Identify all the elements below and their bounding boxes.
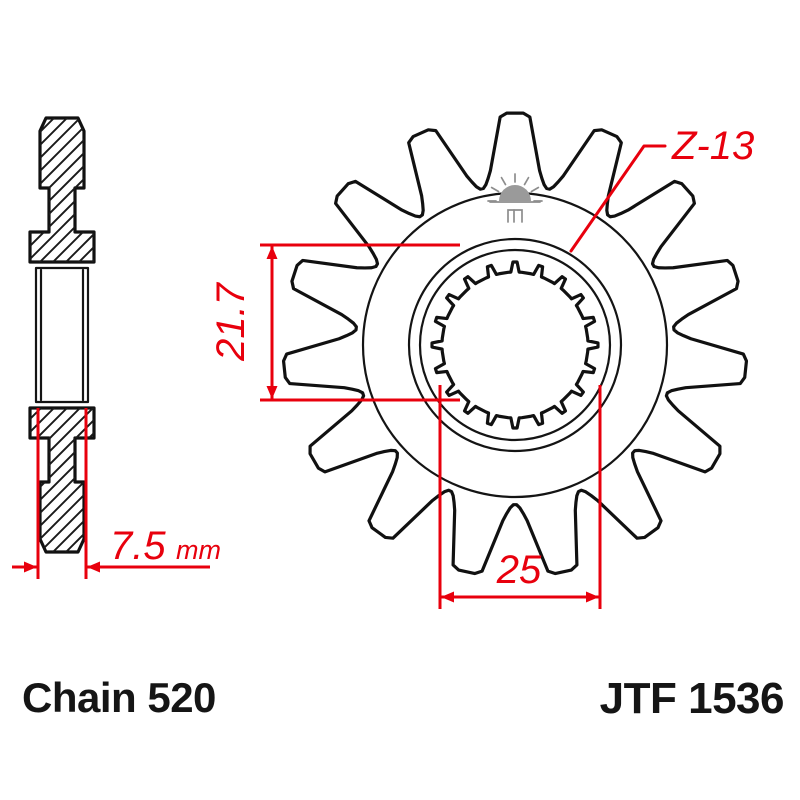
sunrise-ray-icon-2 <box>500 176 507 186</box>
dimension-label-bore: 21.7 <box>209 281 253 362</box>
dimension-thickness-7-5mm: 7.5 mm <box>12 408 221 579</box>
dim-arrow-bore-top <box>266 246 278 259</box>
dim-arrow-thickness-right <box>87 561 100 573</box>
dimension-label-hub: 25 <box>496 548 542 592</box>
leader-line-z13 <box>569 144 667 253</box>
hub-inner-circle <box>407 237 623 453</box>
dim-arrow-hub-right <box>586 591 599 603</box>
jt-sunrise-logo <box>487 173 543 223</box>
section-hatching <box>30 408 94 552</box>
dim-arrow-bore-bottom <box>266 386 278 399</box>
section-hatching <box>30 118 94 262</box>
part-number-label: JTF 1536 <box>600 674 784 723</box>
internal-spline-profile <box>430 260 600 430</box>
dimension-label-thickness-unit: mm <box>176 535 221 565</box>
sunrise-ray-icon-4 <box>523 176 530 186</box>
side-section-view <box>28 116 96 554</box>
dimension-hub-25: 25 <box>438 385 602 609</box>
dim-arrow-thickness-left <box>24 561 37 573</box>
sunrise-dome-icon <box>499 185 531 201</box>
teeth-count-label: Z-13 <box>671 124 754 168</box>
sunrise-ray-icon-5 <box>530 186 540 193</box>
sprocket-front-view <box>281 111 749 576</box>
dim-arrow-hub-left <box>441 591 454 603</box>
sprocket-tooth-profile <box>281 111 749 576</box>
dimension-label-thickness: 7.5 <box>110 524 166 568</box>
dimension-bore-21-7: 21.7 <box>209 243 460 402</box>
jt-monogram-icon <box>507 209 523 223</box>
bore-circle <box>418 248 612 442</box>
sunrise-ray-icon-1 <box>490 186 500 193</box>
leader-teeth-count: Z-13 <box>569 124 754 253</box>
chain-pitch-label: Chain 520 <box>22 674 216 721</box>
side-view-upper-tooth <box>28 116 96 264</box>
side-view-web <box>34 266 90 404</box>
